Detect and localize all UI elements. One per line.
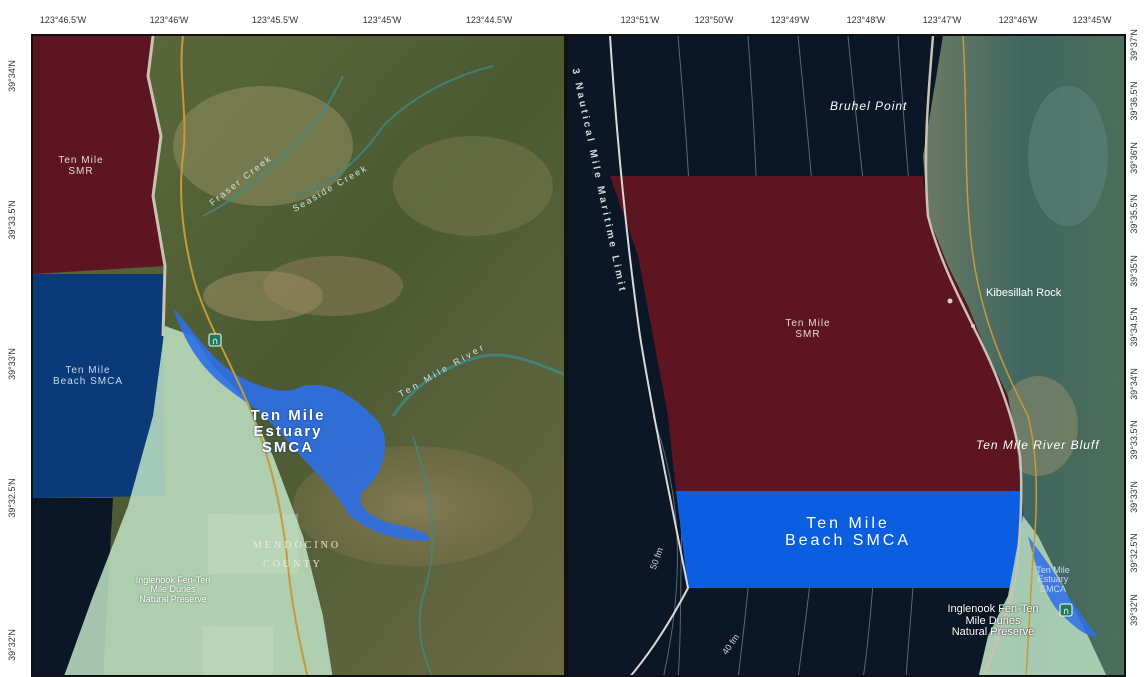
lon-tick: 123°46'W (998, 15, 1038, 25)
lat-tick: 39°34'N (1129, 368, 1139, 400)
lat-tick: 39°33.5'N (7, 200, 17, 240)
lon-tick: 123°45'W (362, 15, 402, 25)
preserve-area (978, 516, 1107, 675)
svg-text:∩: ∩ (212, 337, 219, 347)
lat-tick: 39°34.5'N (1129, 307, 1139, 347)
lat-tick: 39°32'N (1129, 594, 1139, 626)
left-map-panel[interactable]: ∩ Ten Mile SMR Ten Mile Beach SMCA Ten M… (31, 34, 566, 677)
lon-tick: 123°44.5'W (465, 15, 513, 25)
svg-text:∩: ∩ (1063, 607, 1070, 617)
right-map-panel[interactable]: ∩ Ten Mile SMR Ten Mile Beach SMCA Ten M… (566, 34, 1126, 677)
creek (202, 75, 344, 217)
county-label: MENDOCINO COUNTY (253, 540, 342, 570)
left-map-canvas: ∩ (33, 36, 564, 675)
coastline (146, 36, 167, 337)
smr-zone (33, 36, 165, 274)
lat-tick: 39°33'N (7, 348, 17, 380)
smr-zone (610, 176, 1020, 491)
estuary-zone (1028, 536, 1098, 637)
lat-tick: 39°35'N (1129, 255, 1139, 287)
beach-smca-label: Ten Mile Beach SMCA (784, 515, 912, 549)
creek (292, 65, 494, 197)
estuary-smca-label: Ten Mile Estuary SMCA (1036, 565, 1070, 594)
rock (971, 324, 975, 328)
lon-tick: 123°50'W (694, 15, 734, 25)
maritime-limit-line (609, 36, 690, 675)
lon-tick: 123°45.5'W (251, 15, 299, 25)
bruhel-point-label: Bruhel Point (830, 99, 908, 113)
lat-tick: 39°33.5'N (1129, 420, 1139, 460)
preserve-area (64, 326, 333, 675)
coastline (924, 36, 1023, 675)
kibesillah-rock-label: Kibesillah Rock (986, 287, 1062, 299)
lat-tick: 39°32.5'N (7, 478, 17, 518)
lat-tick: 39°36.5'N (1129, 81, 1139, 121)
smr-label: Ten Mile SMR (58, 155, 104, 177)
highway (962, 36, 1038, 675)
lat-tick: 39°36'N (1129, 142, 1139, 174)
lat-tick: 39°34'N (7, 60, 17, 92)
forest (1028, 86, 1108, 226)
lat-tick: 39°32'N (7, 629, 17, 661)
preserve-label: Inglenook Fen-Ten Mile Dunes Natural Pre… (135, 575, 211, 604)
farmland (393, 136, 553, 236)
lon-tick: 123°49'W (770, 15, 810, 25)
estuary-smca-label: Ten Mile Estuary SMCA (250, 407, 326, 456)
river (391, 353, 564, 417)
smr-label: Ten Mile SMR (785, 318, 831, 340)
lon-tick: 123°47'W (922, 15, 962, 25)
right-map-canvas: ∩ (568, 36, 1124, 675)
lon-tick: 123°46'W (149, 15, 189, 25)
trailhead-icon[interactable]: ∩ (1059, 603, 1073, 617)
farmland (173, 86, 353, 206)
trailhead-icon[interactable]: ∩ (208, 333, 222, 347)
beach-smca-label: Ten Mile Beach SMCA (52, 365, 124, 387)
river-bluff-label: Ten Mile River Bluff (976, 438, 1100, 452)
lon-tick: 123°48'W (846, 15, 886, 25)
farmland (203, 271, 323, 321)
beach-smca-zone (33, 274, 165, 498)
lat-tick: 39°33'N (1129, 481, 1139, 513)
river (412, 435, 434, 675)
preserve-label: Inglenook Fen-Ten Mile Dunes Natural Pre… (947, 603, 1039, 639)
lat-tick: 39°37'N (1129, 29, 1139, 61)
lon-tick: 123°46.5'W (39, 15, 87, 25)
lon-tick: 123°45'W (1072, 15, 1112, 25)
lat-tick: 39°32.5'N (1129, 533, 1139, 573)
beach-smca-zone (676, 491, 1023, 588)
estuary-zone (173, 308, 430, 541)
lat-tick: 39°35.5'N (1129, 194, 1139, 234)
rock (947, 298, 953, 304)
lon-tick: 123°51'W (620, 15, 660, 25)
